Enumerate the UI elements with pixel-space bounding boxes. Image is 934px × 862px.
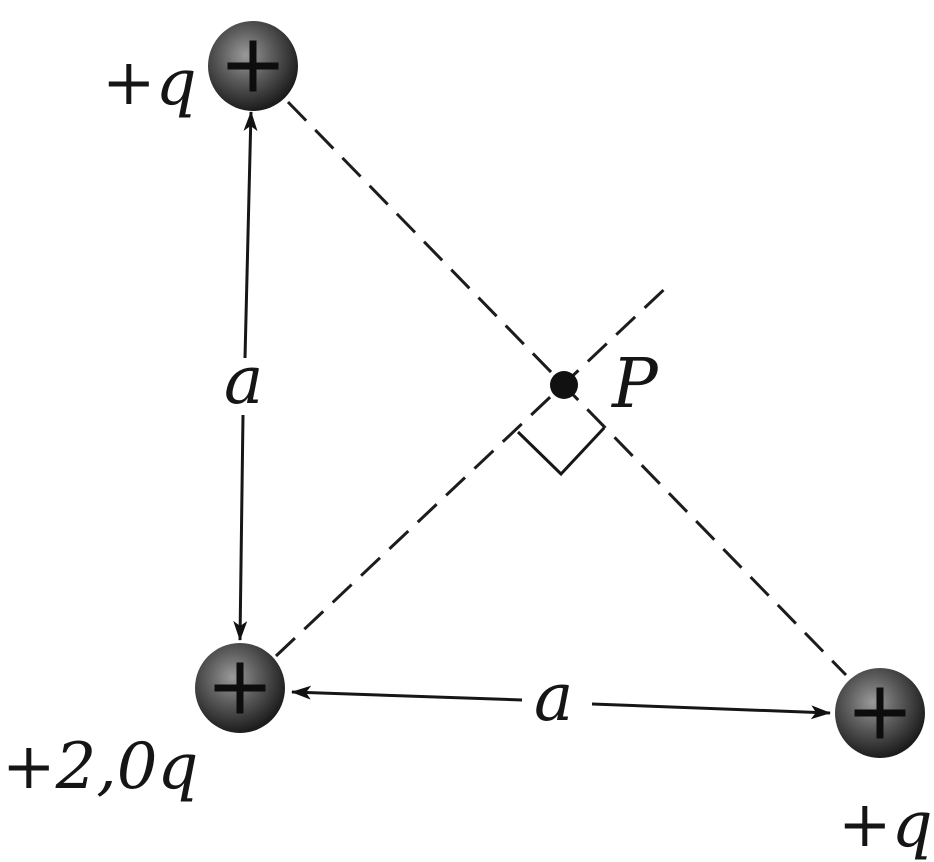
point-p-dot: [550, 371, 578, 399]
label-distance-horizontal: a: [534, 659, 573, 736]
horizontal-distance-arrow-right: [591, 702, 831, 720]
right-angle-marker: [516, 426, 606, 477]
vertical-distance-arrow-up: [243, 111, 258, 359]
horizontal-distance-arrow-left: [291, 685, 523, 702]
charge-bottom-right: [835, 668, 925, 758]
charge-bottom-left: [195, 643, 285, 733]
label-charge-bottom-right: +q: [838, 788, 933, 862]
charge-top-left: [208, 21, 298, 111]
vertical-distance-arrow-down: [233, 414, 248, 641]
label-distance-vertical: a: [224, 342, 263, 419]
label-point-p: P: [610, 345, 659, 424]
dashed-line-bottomleft-to-p: [274, 280, 674, 658]
label-charge-bottom-left: +2,0q: [2, 730, 198, 804]
label-charge-top-left: +q: [102, 46, 197, 120]
